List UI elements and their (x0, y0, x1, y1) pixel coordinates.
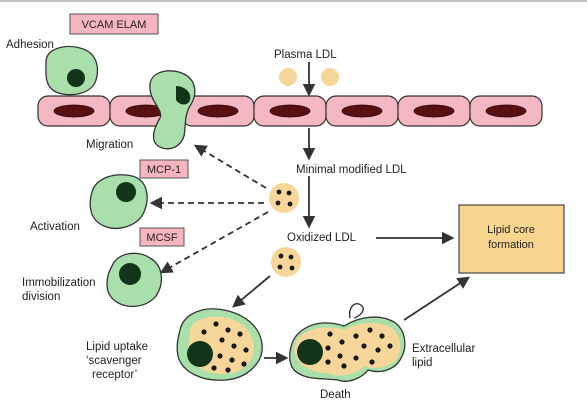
migration-label: Migration (86, 139, 133, 151)
endothelial-cell (469, 95, 543, 127)
vcam-elam-box: VCAM ELAM (69, 13, 159, 35)
plasma-ldl-particle (279, 68, 297, 86)
extracellular-label-2: lipid (412, 357, 432, 369)
lipid-core-box: Lipid core formation (458, 204, 565, 274)
activation-label: Activation (30, 221, 80, 233)
lipid-uptake-label-1: Lipid uptake (86, 341, 148, 353)
mm-ldl-particle (269, 183, 299, 213)
endothelial-cell (397, 95, 471, 127)
lipid-uptake-label-2: ‘scavenger (86, 355, 142, 367)
adhesion-label: Adhesion (6, 39, 54, 51)
arrow-to-lipid-uptake (232, 275, 271, 308)
arrow-extracellular-to-core (403, 276, 471, 321)
mcsf-label: MCSF (146, 232, 177, 244)
endothelial-cell (181, 95, 255, 127)
dashed-arrow-to-migration (193, 144, 267, 189)
mcp1-box: MCP-1 (139, 159, 189, 179)
plasma-ldl-particle (321, 68, 339, 86)
ox-ldl-particle (271, 247, 301, 277)
immobilization-label-1: Immobilization (22, 277, 96, 289)
endothelium-layer (37, 95, 543, 127)
endothelial-cell (253, 95, 327, 127)
lipid-core-label-2: formation (488, 239, 534, 251)
dashed-arrow-to-immobilization (159, 211, 269, 274)
vcam-elam-label: VCAM ELAM (82, 19, 147, 31)
dying-foam-cell (289, 302, 406, 382)
plasma-ldl-label: Plasma LDL (274, 49, 337, 61)
lipid-core-label-1: Lipid core (487, 224, 535, 236)
migrating-monocyte (149, 70, 196, 150)
mcsf-box: MCSF (139, 227, 185, 247)
death-label: Death (320, 389, 351, 401)
immobilized-monocyte (106, 252, 162, 307)
endothelial-cell (325, 95, 399, 127)
minimal-modified-ldl-label: Minimal modified LDL (296, 164, 407, 176)
extracellular-label-1: Extracellular (412, 343, 475, 355)
foam-cell (176, 308, 263, 381)
endothelial-cell (37, 95, 111, 127)
immobilization-label-2: division (22, 291, 60, 303)
adhering-monocyte (45, 45, 99, 96)
oxidized-ldl-label: Oxidized LDL (287, 232, 357, 244)
mcp1-label: MCP-1 (147, 164, 181, 176)
lipid-uptake-label-3: receptor’ (92, 369, 137, 381)
activated-monocyte (89, 174, 148, 229)
